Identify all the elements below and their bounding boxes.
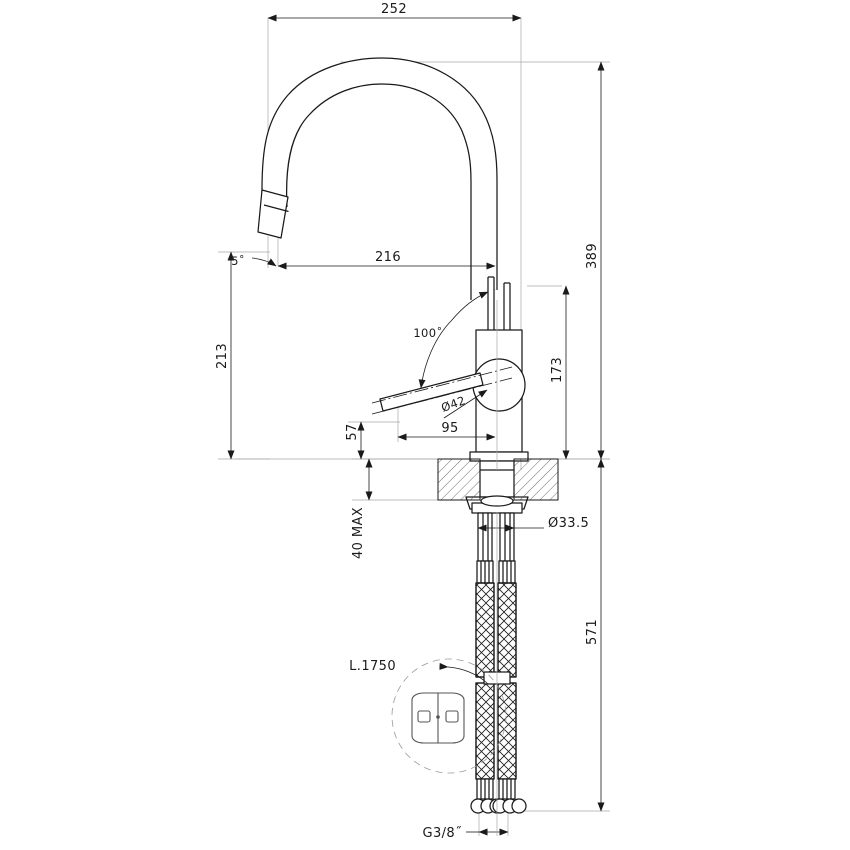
dim-213-label: 213 <box>215 343 230 369</box>
dimension-lines <box>227 14 605 836</box>
lever-handle <box>379 372 484 412</box>
hose-left <box>470 512 505 814</box>
dimension-labels: 252 216 95 213 57 389 173 571 40 MAX Ø33… <box>215 2 600 841</box>
dim-571-label: 571 <box>585 619 600 645</box>
angle-5-label: 5˚ <box>231 253 245 268</box>
dim-389-label: 389 <box>585 243 600 269</box>
detail-bubble <box>391 658 507 774</box>
dim-hose-length-label: L.1750 <box>349 659 396 674</box>
angle-100-label: 100˚ <box>413 325 442 340</box>
hose-right-fitting <box>492 798 527 814</box>
spout-gooseneck <box>261 57 498 300</box>
flexible-hose-pair <box>470 512 527 814</box>
dim-173-label: 173 <box>550 357 565 383</box>
lever-centerline <box>371 366 513 415</box>
dim-95-label: 95 <box>441 421 458 436</box>
dim-thread-g38-label: G3/8˝ <box>423 826 463 841</box>
countertop-section <box>437 458 559 501</box>
dim-40max-label: 40 MAX <box>351 507 366 559</box>
faucet-outline <box>257 57 529 814</box>
dim-57-label: 57 <box>345 423 360 440</box>
dim-252-label: 252 <box>381 2 407 17</box>
dim-diameter-33-5-label: Ø33.5 <box>548 516 589 531</box>
hose-weight-detail <box>411 692 465 744</box>
hose-right <box>492 512 527 814</box>
dim-216-label: 216 <box>375 250 401 265</box>
spray-nozzle <box>257 189 289 239</box>
